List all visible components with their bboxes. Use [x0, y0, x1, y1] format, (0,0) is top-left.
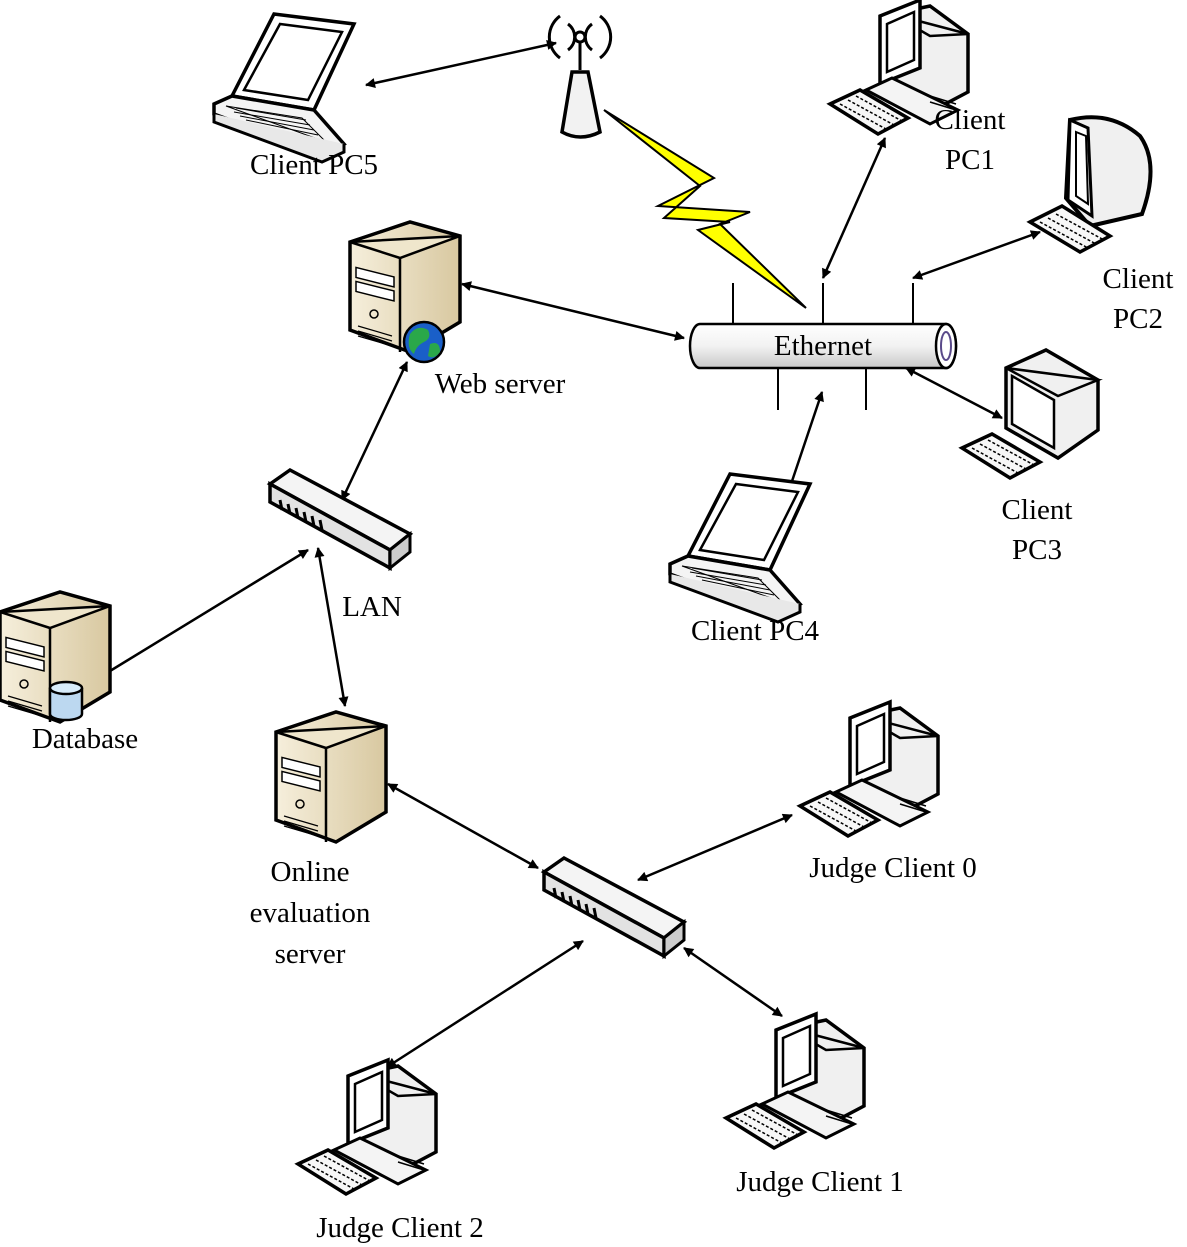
- database-cylinder-icon: [48, 680, 84, 722]
- ethernet-bus-icon: Ethernet: [688, 283, 958, 410]
- judge-switch-icon: [542, 856, 686, 958]
- judge-client-1-label: Judge Client 1: [736, 1166, 904, 1198]
- link-lan-evalserver: [314, 547, 349, 707]
- client-pc3-monitor-icon: [960, 348, 1100, 480]
- database-label: Database: [32, 723, 138, 755]
- judge-client-0-desktop-icon: [798, 700, 940, 838]
- client-pc1-label-line2: PC1: [945, 144, 995, 176]
- link-webserver-lan: [340, 361, 409, 501]
- online-eval-server-label-line3: server: [275, 938, 346, 970]
- client-pc4-label: Client PC4: [691, 615, 820, 647]
- link-webserver-ethernet: [461, 281, 685, 341]
- client-pc1-label-line1: Client: [935, 104, 1006, 136]
- client-pc5-laptop-icon: [212, 12, 356, 164]
- lan-switch-icon: [268, 468, 412, 570]
- client-pc3-label-line1: Client: [1002, 494, 1073, 526]
- ethernet-label: Ethernet: [774, 330, 872, 362]
- lan-label: LAN: [342, 591, 402, 623]
- link-pc2-ethernet: [912, 230, 1041, 280]
- link-evalserver-switch: [387, 782, 539, 870]
- judge-client-2-label: Judge Client 2: [316, 1212, 484, 1244]
- link-switch-judge0: [637, 813, 793, 882]
- link-pc5-antenna: [365, 40, 557, 88]
- link-pc3-ethernet: [905, 366, 1003, 420]
- link-pc1-ethernet: [821, 137, 887, 279]
- wireless-antenna-icon: [547, 14, 613, 139]
- online-eval-server-label-line2: evaluation: [250, 897, 371, 929]
- online-eval-server-label-line1: Online: [271, 856, 350, 888]
- globe-icon: [402, 320, 446, 364]
- lightning-icon: [603, 109, 807, 309]
- connections: [91, 40, 1041, 1069]
- link-lan-database: [91, 548, 309, 684]
- link-switch-judge2: [386, 939, 584, 1069]
- web-server-label: Web server: [435, 368, 566, 400]
- client-pc5-label: Client PC5: [250, 149, 378, 181]
- client-pc2-label-line1: Client: [1103, 263, 1174, 295]
- client-pc2-label-line2: PC2: [1113, 303, 1163, 335]
- client-pc2-crt-monitor-icon: [1028, 115, 1153, 254]
- judge-client-2-desktop-icon: [296, 1058, 438, 1196]
- client-pc3-label-line2: PC3: [1012, 534, 1062, 566]
- client-pc4-laptop-icon: [668, 472, 812, 624]
- judge-client-0-label: Judge Client 0: [809, 852, 977, 884]
- online-evaluation-server-tower-icon: [274, 710, 388, 844]
- judge-client-1-desktop-icon: [724, 1012, 866, 1150]
- link-switch-judge1: [683, 946, 783, 1018]
